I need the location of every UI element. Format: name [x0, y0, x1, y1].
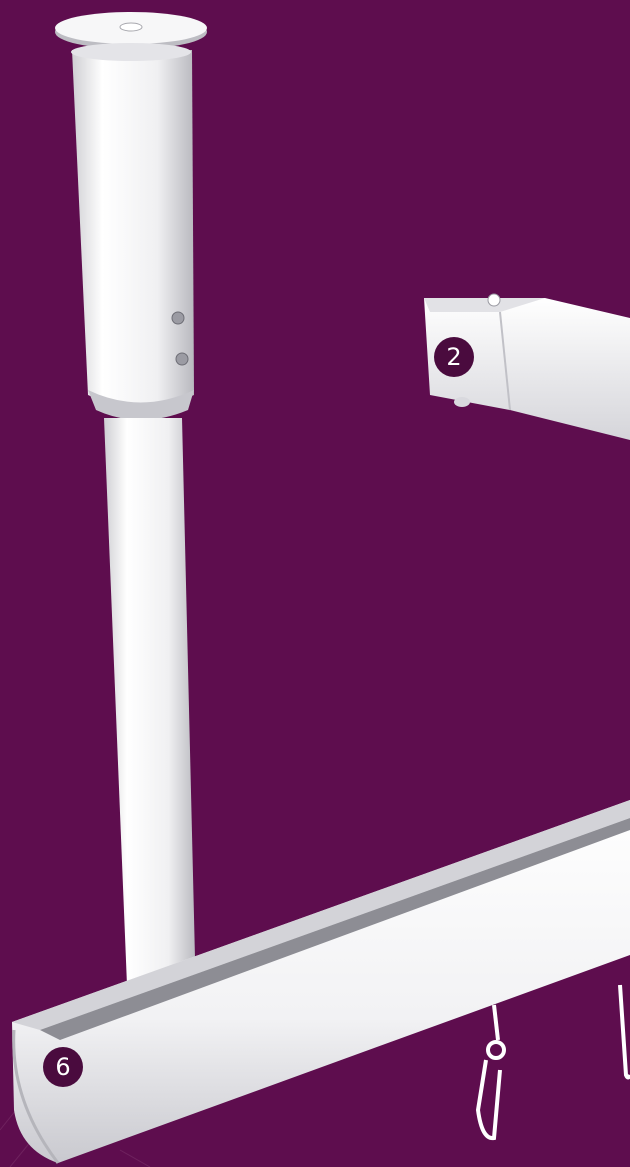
callout-badge-bracket: 2 [434, 337, 474, 377]
telescopic-sleeve [71, 43, 194, 420]
callout-badge-track: 6 [43, 1047, 83, 1087]
drop-rod [104, 418, 196, 1010]
curtain-track-rail [12, 800, 630, 1163]
curtain-hooks [478, 985, 630, 1138]
